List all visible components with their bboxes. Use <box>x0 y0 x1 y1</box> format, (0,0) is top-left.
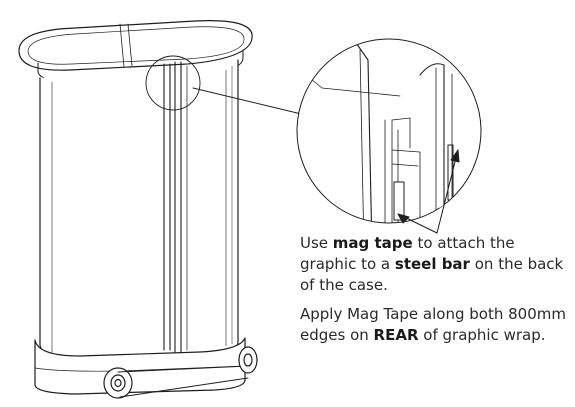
wheel-left <box>103 367 133 399</box>
callout-text: of graphic wrap. <box>418 326 546 344</box>
callout-apply-edges: Apply Mag Tape along both 800mm edges on… <box>300 304 572 346</box>
callout-text: to attach the graphic to a <box>300 234 515 273</box>
callout-emphasis: steel bar <box>394 255 470 273</box>
case-top <box>18 20 253 71</box>
case-shell <box>39 59 239 361</box>
case-base <box>34 337 246 395</box>
callout-emphasis: REAR <box>373 326 419 344</box>
callout-text: on the back of the case. <box>300 255 564 294</box>
callout-text: Use <box>300 234 333 252</box>
graphic-panel-right <box>419 63 445 223</box>
wheel-right <box>238 346 258 374</box>
steel-bar <box>163 61 188 353</box>
callout-text: Apply Mag Tape along both 800mm edges on <box>300 305 566 344</box>
detail-marker-circle <box>145 55 201 111</box>
zoom-detail <box>296 38 482 224</box>
mag-tape-left <box>393 181 405 221</box>
leader-line <box>192 87 319 119</box>
callout-mag-tape: Use mag tape to attach the graphic to a … <box>300 233 572 296</box>
callout-arrows <box>397 149 460 234</box>
callout-emphasis: mag tape <box>332 234 413 252</box>
case-body <box>18 20 258 399</box>
